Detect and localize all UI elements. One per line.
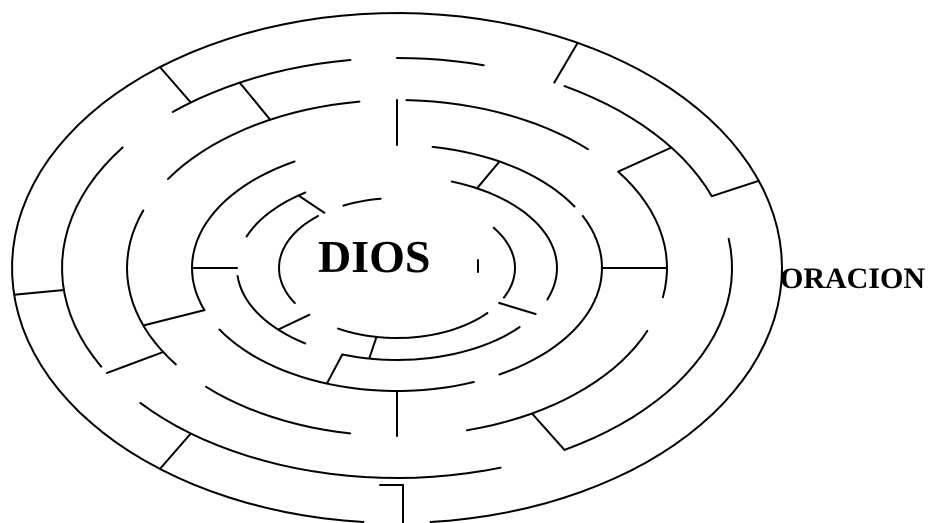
maze-spoke — [369, 337, 376, 359]
maze-spoke — [477, 162, 500, 189]
maze-spoke — [160, 67, 191, 102]
maze-spoke — [499, 303, 535, 314]
maze-ring-wall — [173, 60, 351, 112]
maze-ring-wall — [342, 327, 519, 360]
maze-inner-wall — [494, 228, 515, 298]
maze-spoke — [160, 434, 191, 469]
maze-inner-wall — [279, 216, 318, 303]
maze-spoke — [532, 414, 565, 450]
maze-ring-wall — [140, 403, 500, 478]
maze-ring-wall — [247, 193, 306, 237]
maze-spoke — [14, 290, 64, 295]
maze-inner-wall — [338, 313, 487, 338]
maze-ring-wall — [220, 330, 474, 392]
maze-spoke — [618, 148, 671, 172]
maze-spoke — [143, 310, 204, 325]
maze-ring-wall — [397, 58, 484, 65]
maze-ring-wall — [238, 276, 306, 343]
maze-ring-wall — [62, 148, 123, 367]
maze-spoke — [554, 43, 577, 83]
maze-spoke — [278, 315, 309, 330]
center-label-dios: DIOS — [318, 234, 430, 280]
maze-spoke — [327, 355, 342, 384]
maze-ring-wall — [127, 211, 176, 365]
maze-spoke — [240, 83, 271, 120]
maze-spoke — [299, 196, 325, 213]
maze-ring-wall — [206, 387, 350, 434]
maze-ring-wall — [406, 100, 588, 149]
maze-outer-wall — [431, 215, 782, 522]
maze-spoke — [107, 352, 163, 373]
maze-ring-wall — [192, 162, 295, 311]
maze-ring-wall — [433, 147, 575, 207]
maze-spoke — [712, 181, 759, 196]
maze-inner-wall — [343, 199, 380, 206]
exit-label-oracion: ORACION — [780, 264, 925, 294]
maze-ring-wall — [618, 172, 667, 298]
